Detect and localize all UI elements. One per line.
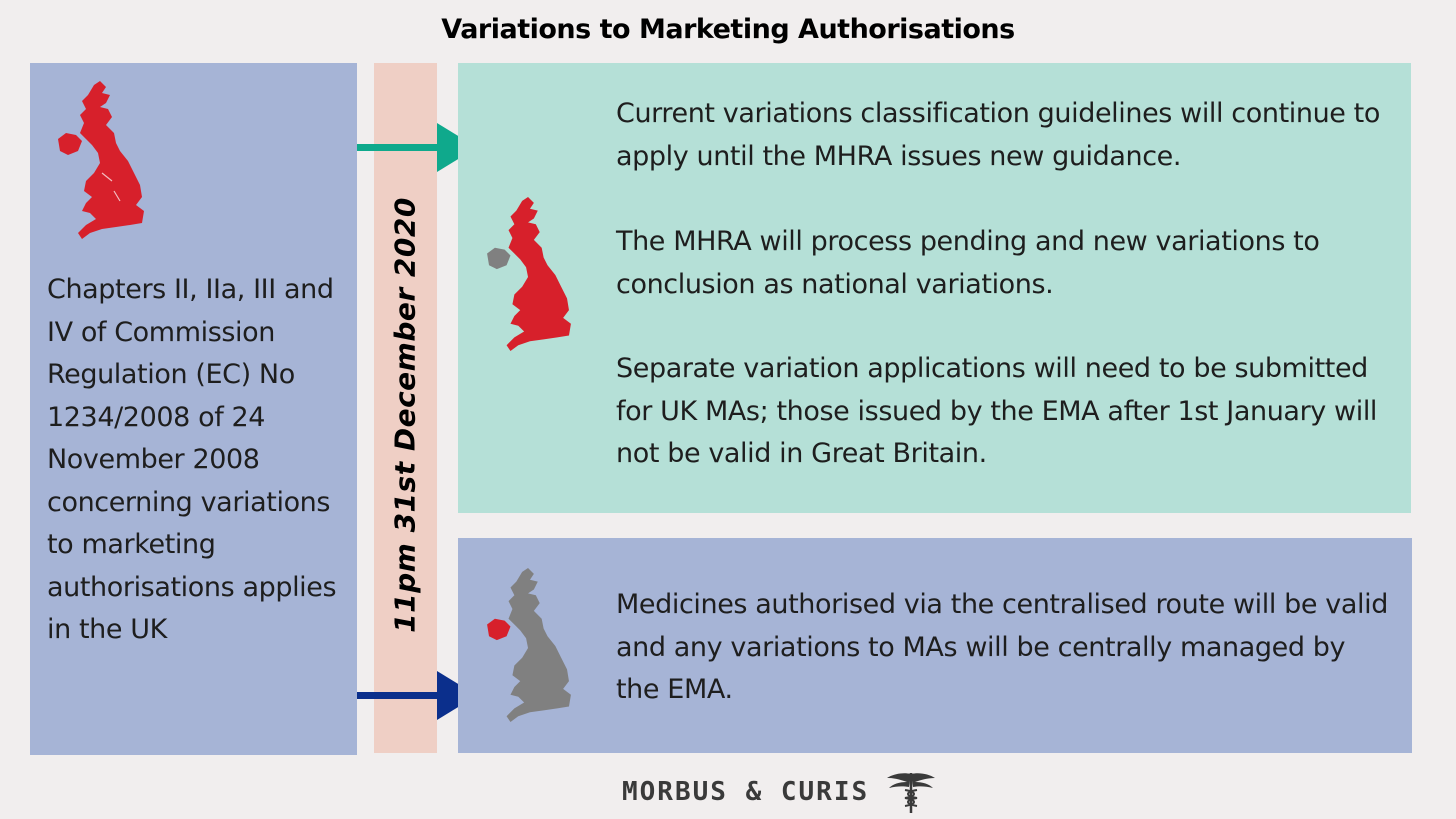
navy-arrow-icon <box>357 671 477 720</box>
separate-applications-paragraph: Separate variation applications will nee… <box>616 353 1378 469</box>
post-transition-box: Current variations classification guidel… <box>458 63 1411 513</box>
uk-map-icon <box>46 81 156 245</box>
date-band <box>374 63 437 753</box>
page-title: Variations to Marketing Authorisations <box>441 14 1015 45</box>
guidance-paragraph: Current variations classification guidel… <box>616 98 1380 172</box>
date-label: 11pm 31st December 2020 <box>388 197 422 633</box>
footer-brand: MORBUS & CURIS <box>622 772 937 813</box>
caduceus-icon <box>887 773 936 813</box>
centralised-route-paragraph: Medicines authorised via the centralised… <box>616 589 1388 705</box>
regulation-text: Chapters II, IIa, III and IV of Commissi… <box>47 274 337 645</box>
brand-name: MORBUS & CURIS <box>622 777 870 807</box>
northern-ireland-map-icon <box>476 568 582 728</box>
national-variations-paragraph: The MHRA will process pending and new va… <box>616 226 1320 300</box>
left-panel: Chapters II, IIa, III and IV of Commissi… <box>30 63 357 755</box>
northern-ireland-box: Medicines authorised via the centralised… <box>458 538 1412 753</box>
teal-arrow-icon <box>357 123 477 172</box>
great-britain-map-icon <box>476 197 582 357</box>
